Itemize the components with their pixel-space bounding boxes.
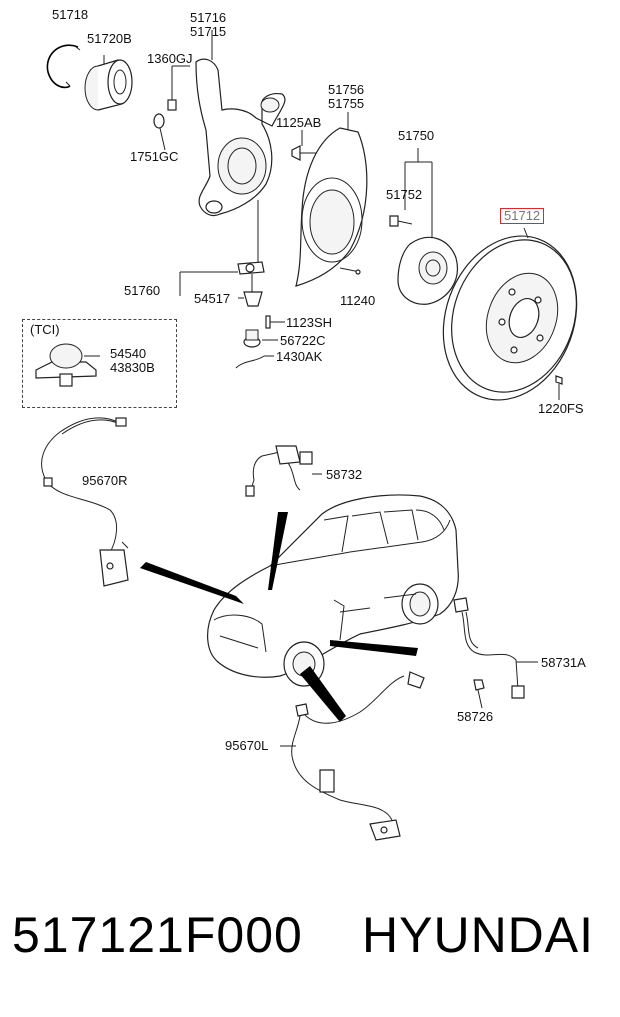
label-1751gc: 1751GC [130, 149, 179, 164]
label-1125ab: 1125AB [276, 115, 322, 130]
diagram-drawing [35, 30, 578, 841]
tci-mount-part [35, 343, 100, 387]
hub-part [389, 148, 458, 305]
nut-1360gj-part [167, 65, 190, 111]
snap-ring-part [46, 44, 81, 89]
bearing-part [84, 55, 133, 111]
label-1430ak: 1430AK [276, 349, 323, 364]
label-54540: 54540 [110, 346, 147, 361]
label-11240: 11240 [340, 293, 376, 308]
abs-sensor-left-part [280, 671, 425, 841]
label-51716: 51716 [190, 10, 227, 25]
dust-shield-part [295, 112, 368, 287]
label-51750: 51750 [398, 128, 435, 143]
label-58726: 58726 [457, 709, 494, 724]
label-54517: 54517 [194, 291, 231, 306]
part-number-title: 517121F000 [12, 907, 303, 963]
abs-sensor-right-part [41, 417, 129, 587]
sensor-bracket-part [179, 200, 285, 369]
label-51720b: 51720B [87, 31, 132, 46]
label-51712-highlighted: 51712 [500, 208, 545, 224]
tci-label: (TCI) [30, 322, 60, 337]
label-51760: 51760 [124, 283, 161, 298]
label-51715: 51715 [190, 24, 227, 39]
bolt-1125ab-part [291, 130, 316, 161]
callout-wedges [140, 512, 418, 722]
label-1360gj: 1360GJ [147, 51, 193, 66]
label-58732: 58732 [326, 467, 363, 482]
label-43830b: 43830B [110, 360, 155, 375]
label-51718: 51718 [52, 7, 89, 22]
label-1220fs: 1220FS [538, 401, 584, 416]
parts-diagram: 51718 51720B 51716 51715 1360GJ 1751GC 1… [22, 7, 586, 841]
label-51756: 51756 [328, 82, 365, 97]
label-1123sh: 1123SH [286, 315, 333, 330]
label-51755: 51755 [328, 96, 365, 111]
brake-hose-upper-part [245, 445, 322, 497]
vehicle-illustration [207, 494, 459, 687]
label-51752: 51752 [386, 187, 423, 202]
label-95670l: 95670L [225, 738, 269, 753]
label-56722c: 56722C [280, 333, 326, 348]
brake-disc-part [442, 227, 578, 401]
label-95670r: 95670R [82, 473, 128, 488]
knuckle-part [195, 30, 286, 217]
washer-part [153, 113, 166, 151]
brake-hose-lower-part [453, 597, 538, 709]
label-58731a: 58731A [541, 655, 586, 670]
brand-title: HYUNDAI [362, 907, 595, 963]
tci-group-box [22, 319, 177, 408]
